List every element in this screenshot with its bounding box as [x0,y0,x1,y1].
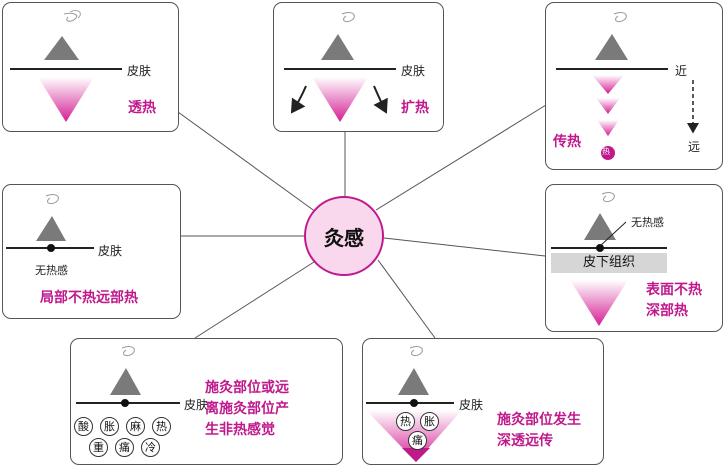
sensation-heat: 热 [152,417,171,436]
sensation-numbness: 麻 [126,417,145,436]
connector-bl [194,261,315,339]
sensation-pain: 痛 [115,438,134,457]
sensation-distension: 胀 [420,412,439,431]
heat-dot-label: 热 [602,147,610,156]
no-heat-note: 无热感 [35,264,68,277]
near-label: 近 [675,64,688,78]
caption-local-no-heat: 局部不热远部热 [40,290,138,306]
connector-tr [375,104,547,211]
skin-label: 皮肤 [459,398,484,412]
caption-penetrating-heat: 透热 [128,100,156,116]
skin-label: 皮肤 [98,244,123,258]
sensation-distension: 胀 [100,417,119,436]
subcutaneous-tissue-band: 皮下组织 [551,253,667,273]
caption-deep-transmission: 施灸部位发生 深透远传 [497,412,581,449]
far-label: 远 [688,140,701,154]
sensation-sour: 酸 [74,417,93,436]
sensation-heat: 热 [396,412,415,431]
connectors [177,104,547,339]
panel-local-no-heat [2,184,181,319]
caption-non-heat-sensation: 施灸部位或远 离施灸部位产 生非热感觉 [205,380,289,438]
center-node: 灸感 [304,196,384,276]
caption-transmitting-heat: 传热 [553,134,581,150]
connector-mr [383,237,546,257]
caption-deep-heat: 表面不热 深部热 [646,282,702,319]
no-heat-note: 无热感 [631,216,664,229]
sensation-pain: 痛 [408,431,427,450]
skin-label: 皮肤 [184,398,209,412]
connector-tl [177,111,317,213]
sensation-cold: 冷 [141,438,160,457]
connector-bc [377,259,436,339]
skin-label: 皮肤 [127,64,152,78]
sensation-heaviness: 重 [89,438,108,457]
center-label: 灸感 [324,225,364,250]
skin-label: 皮肤 [401,64,426,78]
caption-spreading-heat: 扩热 [401,100,429,116]
